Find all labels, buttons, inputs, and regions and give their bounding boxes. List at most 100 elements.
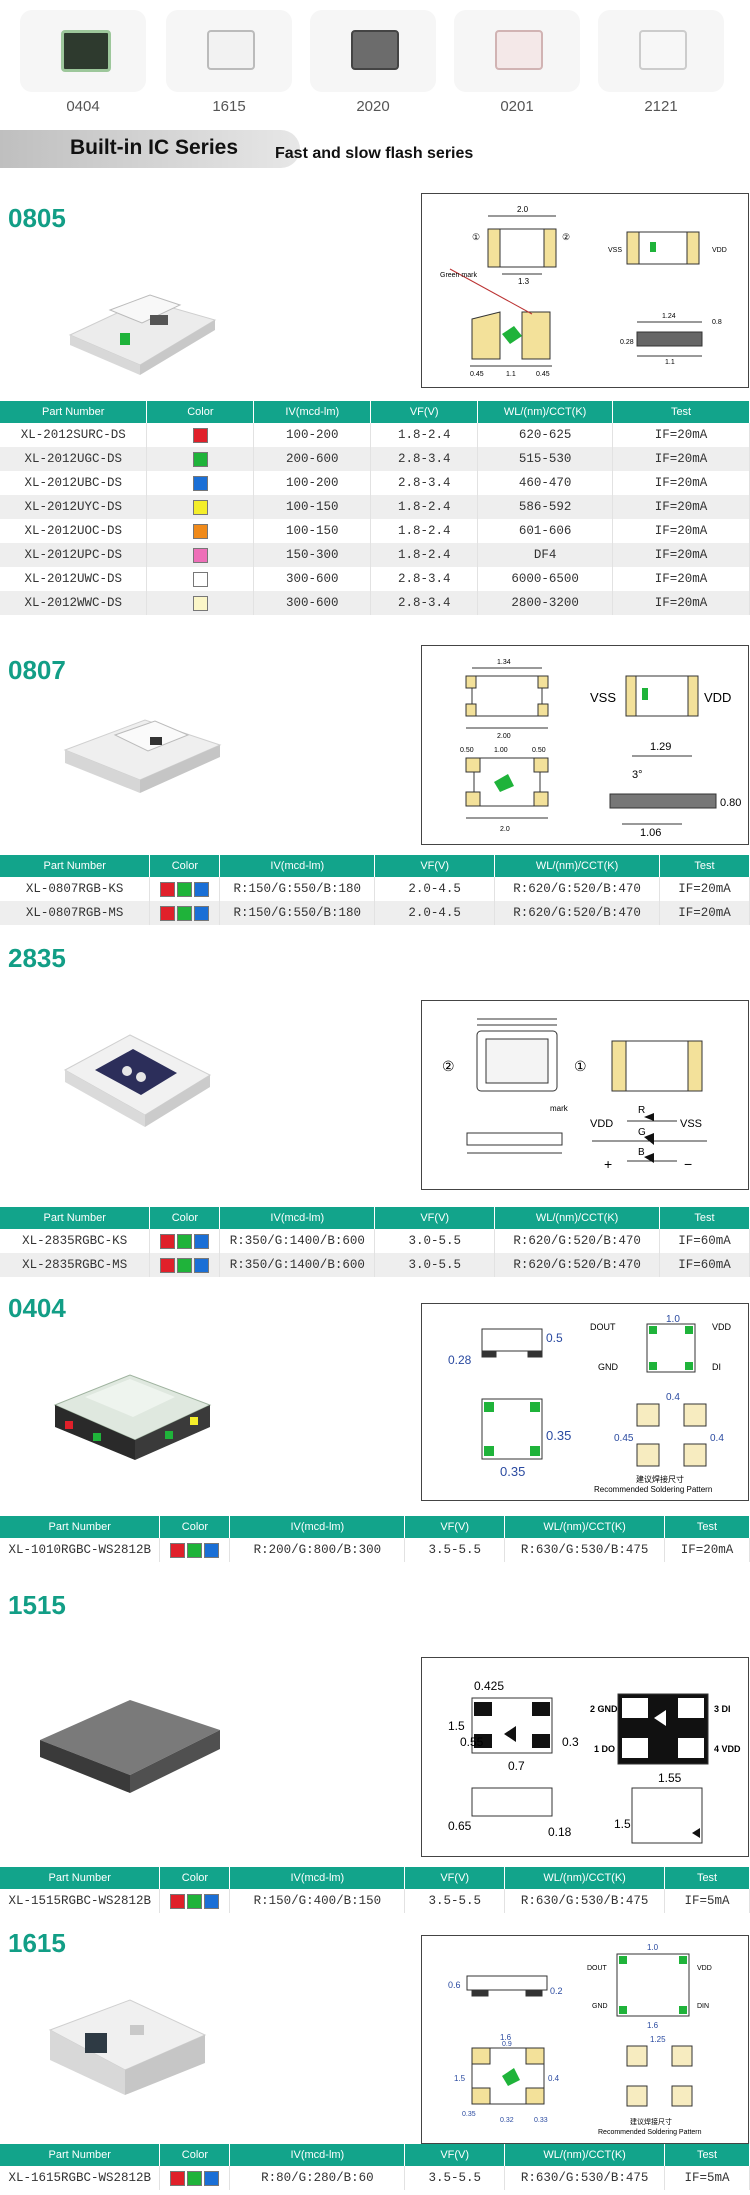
part-number-cell: XL-2012UWC-DS bbox=[0, 567, 148, 591]
dim-label: 0.425 bbox=[474, 1679, 504, 1693]
dout-label: DOUT bbox=[587, 1965, 608, 1972]
spec-table-1515: Part Number Color IV(mcd-lm) VF(V) WL/(n… bbox=[0, 1867, 750, 1913]
color-cell bbox=[149, 877, 221, 901]
led-0404-image bbox=[61, 30, 111, 72]
col-header: IV(mcd-lm) bbox=[229, 2144, 406, 2166]
dim-label: 0.5 bbox=[546, 1331, 563, 1345]
color-cell bbox=[159, 2166, 231, 2190]
spec-table-0404: Part Number Color IV(mcd-lm) VF(V) WL/(n… bbox=[0, 1516, 750, 1562]
thumbnail-0404[interactable] bbox=[20, 10, 146, 92]
dim-label: 1.6 bbox=[647, 2021, 659, 2030]
col-header: IV(mcd-lm) bbox=[219, 855, 376, 877]
thumbnail-0201[interactable] bbox=[454, 10, 580, 92]
mark-label: mark bbox=[550, 1104, 569, 1113]
dim-label: 1.5 bbox=[614, 1817, 631, 1831]
color-swatch bbox=[187, 2170, 203, 2186]
color-cell bbox=[149, 1229, 221, 1253]
dim-label: 1.3 bbox=[518, 277, 530, 286]
dim-label: 0.50 bbox=[460, 747, 474, 754]
dim-label: 0.45 bbox=[614, 1433, 634, 1444]
col-header: IV(mcd-lm) bbox=[219, 1207, 376, 1229]
dim-label: 0.7 bbox=[508, 1759, 525, 1773]
spec-table-0805: Part Number Color IV(mcd-lm) VF(V) WL/(n… bbox=[0, 401, 750, 615]
vf-cell: 1.8-2.4 bbox=[370, 495, 479, 519]
part-number-cell: XL-1615RGBC-WS2812B bbox=[0, 2166, 161, 2190]
wavelength-cell: R:630/G:530/B:475 bbox=[504, 2166, 666, 2190]
dim-label: 0.32 bbox=[500, 2117, 514, 2124]
vf-cell: 3.5-5.5 bbox=[404, 1889, 506, 1913]
wavelength-cell: 460-470 bbox=[477, 471, 614, 495]
iv-cell: 200-600 bbox=[253, 447, 372, 471]
color-swatch bbox=[192, 571, 208, 587]
vf-cell: 2.8-3.4 bbox=[370, 471, 479, 495]
wavelength-cell: R:620/G:520/B:470 bbox=[494, 877, 661, 901]
section-title-0807: 0807 bbox=[8, 655, 66, 685]
dim-label: 0.3 bbox=[562, 1735, 579, 1749]
minus-label: − bbox=[684, 1156, 692, 1172]
col-header: VF(V) bbox=[370, 401, 479, 423]
thumbnail-2020[interactable] bbox=[310, 10, 436, 92]
color-swatch bbox=[170, 2170, 186, 2186]
vss-label: VSS bbox=[608, 247, 622, 254]
led-1615-image bbox=[207, 30, 255, 70]
color-swatch bbox=[192, 547, 208, 563]
col-header: Color bbox=[146, 401, 255, 423]
test-cell: IF=20mA bbox=[659, 877, 750, 901]
wavelength-cell: 2800-3200 bbox=[477, 591, 614, 615]
col-header: Test bbox=[612, 401, 750, 423]
dim-label: 1.55 bbox=[658, 1771, 682, 1785]
color-cell bbox=[146, 519, 255, 543]
col-header: Color bbox=[159, 1867, 231, 1889]
color-swatch bbox=[187, 1893, 203, 1909]
led-1615-photo bbox=[30, 1975, 230, 2135]
vss-label: VSS bbox=[680, 1118, 702, 1130]
col-header: VF(V) bbox=[404, 1867, 506, 1889]
dim-label: 0.6 bbox=[448, 1980, 461, 1990]
spec-table-2835: Part Number Color IV(mcd-lm) VF(V) WL/(n… bbox=[0, 1207, 750, 1277]
dim-label: 0.45 bbox=[470, 371, 484, 378]
led-0404-photo bbox=[45, 1335, 225, 1475]
vdd-label: VDD bbox=[712, 247, 727, 254]
color-cell bbox=[146, 447, 255, 471]
col-header: Part Number bbox=[0, 1516, 161, 1538]
led-0805-photo bbox=[50, 265, 230, 385]
series-banner: Built-in IC Series bbox=[0, 130, 300, 168]
thumbnail-label: 1615 bbox=[212, 98, 246, 115]
dim-label: 0.33 bbox=[534, 2117, 548, 2124]
thumbnail-1615[interactable] bbox=[166, 10, 292, 92]
led-2020-image bbox=[351, 30, 399, 70]
color-swatch bbox=[187, 1542, 203, 1558]
part-number-cell: XL-2835RGBC-MS bbox=[0, 1253, 151, 1277]
dim-label: 1.5 bbox=[454, 2074, 466, 2083]
test-cell: IF=60mA bbox=[659, 1253, 750, 1277]
color-swatch bbox=[170, 1542, 186, 1558]
dim-label: 0.35 bbox=[462, 2111, 476, 2118]
col-header: VF(V) bbox=[404, 2144, 506, 2166]
color-swatch bbox=[204, 2170, 220, 2186]
dim-label: 1.24 bbox=[662, 313, 676, 320]
part-number-cell: XL-0807RGB-MS bbox=[0, 901, 151, 925]
dim-label: 3° bbox=[632, 769, 643, 781]
b-label: B bbox=[638, 1147, 645, 1158]
color-swatch bbox=[204, 1542, 220, 1558]
wavelength-cell: 6000-6500 bbox=[477, 567, 614, 591]
led-0201-image bbox=[495, 30, 543, 70]
thumbnail-2121[interactable] bbox=[598, 10, 724, 92]
color-swatch bbox=[192, 475, 208, 491]
iv-cell: 100-200 bbox=[253, 471, 372, 495]
wavelength-cell: 586-592 bbox=[477, 495, 614, 519]
test-cell: IF=20mA bbox=[612, 495, 750, 519]
solder-pattern-label: Recommended Soldering Pattern bbox=[594, 1485, 712, 1494]
drawing-1515: 0.425 1.5 0.55 0.7 0.3 2 GND 3 DI 1 DO 4… bbox=[421, 1657, 749, 1857]
drawing-0805: 2.0 1.3 Green mark VDD VSS 1.24 0.8 0.28… bbox=[421, 193, 749, 388]
spec-table-0807: Part Number Color IV(mcd-lm) VF(V) WL/(n… bbox=[0, 855, 750, 925]
iv-cell: R:150/G:550/B:180 bbox=[219, 877, 376, 901]
color-swatch bbox=[192, 595, 208, 611]
thumbnail-label: 2121 bbox=[644, 98, 678, 115]
col-header: WL/(nm)/CCT(K) bbox=[494, 1207, 661, 1229]
col-header: Color bbox=[149, 855, 221, 877]
